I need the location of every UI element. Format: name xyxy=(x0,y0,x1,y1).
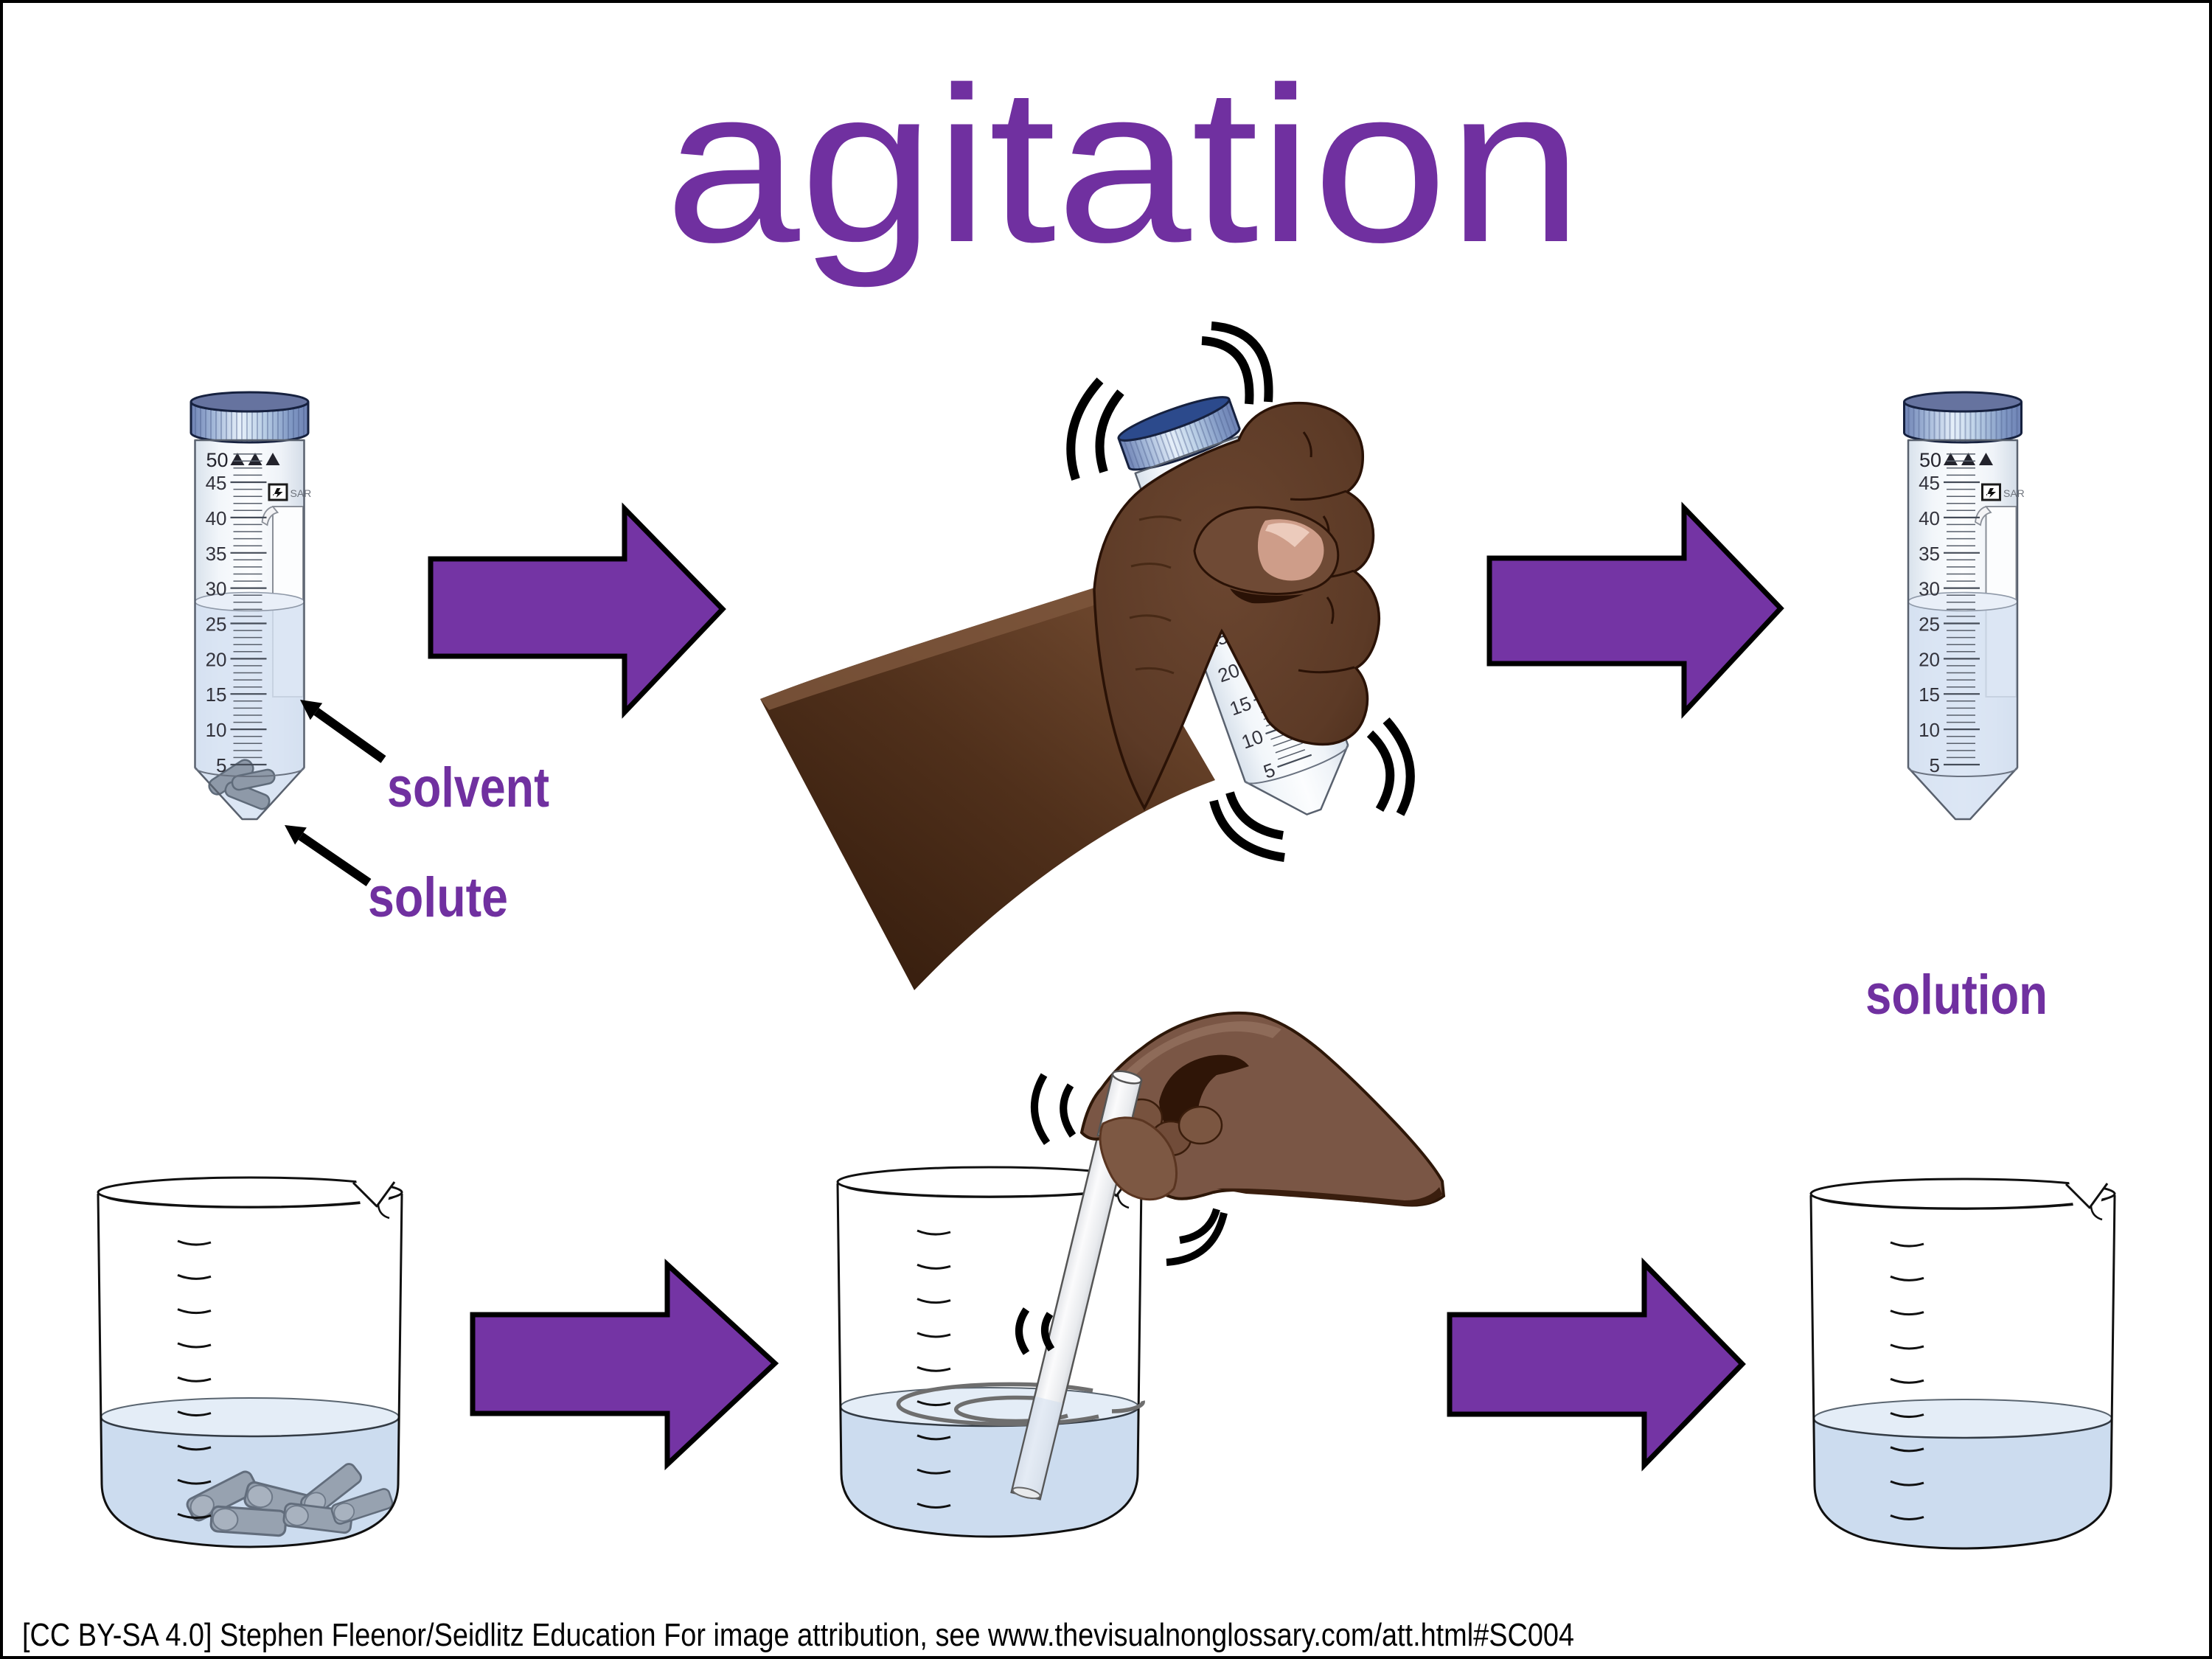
svg-text:agitation: agitation xyxy=(665,41,1583,290)
svg-text:solute: solute xyxy=(368,866,508,929)
svg-text:[CC BY-SA 4.0] Stephen Fleenor: [CC BY-SA 4.0] Stephen Fleenor/Seidlitz … xyxy=(22,1617,1574,1653)
svg-text:solution: solution xyxy=(1865,964,2048,1026)
svg-text:solvent: solvent xyxy=(387,757,549,819)
